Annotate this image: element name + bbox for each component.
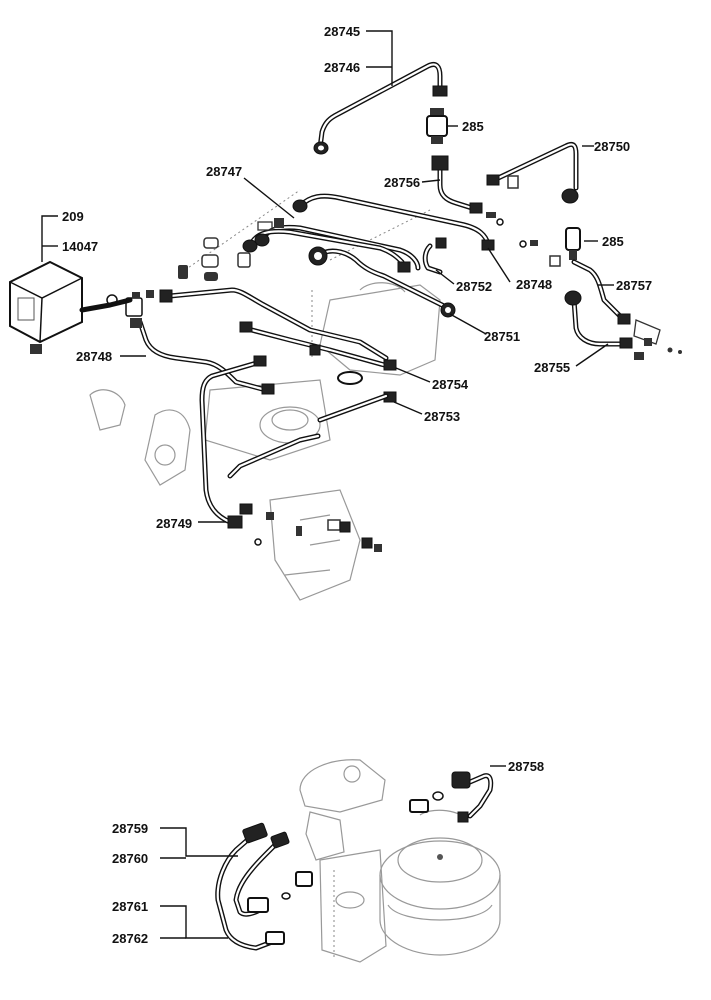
line-28751 [308, 246, 456, 318]
pressure-switch [9, 260, 133, 354]
line-28758 [409, 771, 494, 823]
upper-leaders [41, 30, 614, 523]
label-28755: 28755 [534, 360, 570, 375]
line-28749 [199, 355, 382, 552]
line-28745 [313, 61, 448, 155]
label-14047: 14047 [62, 239, 98, 254]
line-28748-left [106, 287, 389, 395]
label-28748-left: 28748 [76, 349, 112, 364]
lines-28759-28762 [215, 822, 313, 951]
label-28760: 28760 [112, 851, 148, 866]
label-28750: 28750 [594, 139, 630, 154]
label-28753: 28753 [424, 409, 460, 424]
line-28754-28753 [239, 321, 397, 423]
label-28747: 28747 [206, 164, 242, 179]
label-28748-right: 28748 [516, 277, 552, 292]
label-28754: 28754 [432, 377, 469, 392]
line-28750 [486, 141, 579, 204]
label-28762: 28762 [112, 931, 148, 946]
label-285-upper: 285 [462, 119, 484, 134]
label-28761: 28761 [112, 899, 148, 914]
label-28749: 28749 [156, 516, 192, 531]
sender-285-upper [426, 108, 448, 144]
label-285-right: 285 [602, 234, 624, 249]
label-28758: 28758 [508, 759, 544, 774]
label-28746: 28746 [324, 60, 360, 75]
label-28751: 28751 [484, 329, 520, 344]
label-28752: 28752 [456, 279, 492, 294]
label-28756: 28756 [384, 175, 420, 190]
sender-285-right [519, 227, 581, 267]
line-bundle-28747 [242, 193, 495, 275]
line-28757-28755 [564, 259, 682, 360]
lower-leaders [160, 765, 506, 939]
lower-labels: 28758 28759 28760 28761 28762 [112, 759, 544, 946]
upper-labels: 28745 28746 285 28750 28756 28747 209 14… [62, 24, 652, 531]
line-28756 [431, 155, 504, 226]
label-28745: 28745 [324, 24, 360, 39]
fittings-cluster-left [178, 237, 251, 281]
label-28759: 28759 [112, 821, 148, 836]
label-28757: 28757 [616, 278, 652, 293]
lower-engine-ghost [299, 759, 501, 963]
label-209: 209 [62, 209, 84, 224]
